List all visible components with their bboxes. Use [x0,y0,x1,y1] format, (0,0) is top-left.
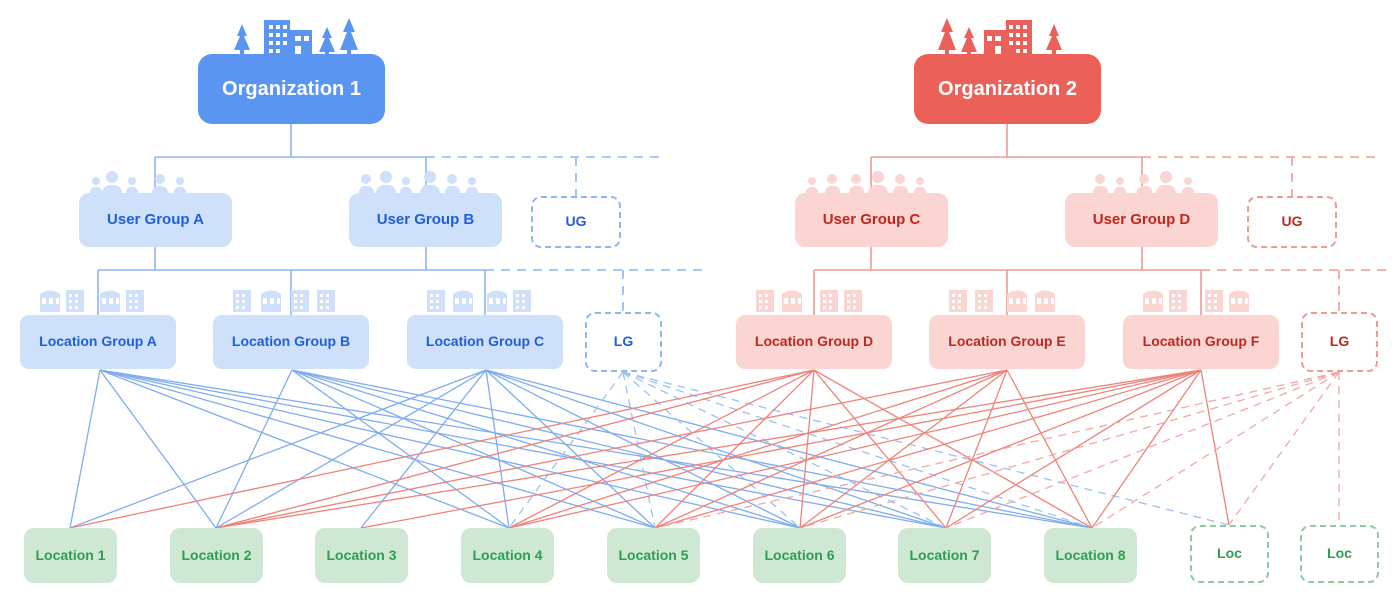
placeholder-label: LG [613,333,634,350]
city-skyline-icon [234,18,358,56]
location-node-6[interactable]: Location 6 [753,528,846,583]
location-node-5[interactable]: Location 5 [607,528,700,583]
location-group-label: Location Group A [39,333,157,350]
org-label: Organization 2 [938,78,1077,100]
location-node-7[interactable]: Location 7 [898,528,991,583]
user-group-node-c[interactable]: User Group C [795,193,948,247]
location-placeholder-1[interactable]: Loc [1190,525,1269,583]
org1-tree-connectors [97,124,706,315]
location-group-label: Location Group E [948,333,1066,350]
location-label: Location 5 [618,546,689,563]
location-node-8[interactable]: Location 8 [1044,528,1137,583]
user-group-node-b[interactable]: User Group B [349,193,502,247]
buildings-icon [40,290,144,312]
user-group-placeholder-red[interactable]: UG [1247,196,1337,248]
user-group-node-d[interactable]: User Group D [1065,193,1218,247]
user-group-label: User Group C [822,210,921,228]
location-group-node-f[interactable]: Location Group F [1123,315,1279,369]
red-location-edges [69,369,1230,529]
placeholder-label: UG [1281,213,1303,230]
buildings-icon [1143,290,1249,312]
location-group-node-d[interactable]: Location Group D [736,315,892,369]
buildings-icon [427,290,531,312]
location-label: Location 7 [909,546,980,563]
location-group-node-b[interactable]: Location Group B [213,315,369,369]
location-group-label: Location Group F [1142,333,1260,350]
user-group-label: User Group D [1092,210,1191,228]
location-group-label: Location Group B [231,333,351,350]
org-node-organization-2[interactable]: Organization 2 [914,54,1101,124]
location-group-placeholder-red[interactable]: LG [1301,312,1378,372]
location-label: Location 8 [1055,546,1126,563]
org-label: Organization 1 [222,78,361,100]
location-group-node-e[interactable]: Location Group E [929,315,1085,369]
user-group-node-a[interactable]: User Group A [79,193,232,247]
user-group-placeholder-blue[interactable]: UG [531,196,621,248]
location-node-4[interactable]: Location 4 [461,528,554,583]
location-label: Location 4 [472,546,543,563]
location-group-node-a[interactable]: Location Group A [20,315,176,369]
placeholder-label: Loc [1217,545,1242,562]
location-group-label: Location Group D [754,333,874,350]
location-label: Location 2 [181,546,252,563]
location-label: Location 6 [764,546,835,563]
city-skyline-icon [938,18,1062,56]
buildings-icon [233,290,335,312]
blue-location-edges [69,369,1093,529]
user-group-label: User Group A [107,210,204,228]
location-group-node-c[interactable]: Location Group C [407,315,563,369]
user-group-label: User Group B [376,210,475,228]
red-placeholder-edges [654,371,1340,529]
location-label: Location 3 [326,546,397,563]
placeholder-label: Loc [1327,545,1352,562]
location-label: Location 1 [35,546,106,563]
placeholder-label: LG [1329,333,1350,350]
location-node-1[interactable]: Location 1 [24,528,117,583]
location-node-3[interactable]: Location 3 [315,528,408,583]
location-group-placeholder-blue[interactable]: LG [585,312,662,372]
placeholder-label: UG [565,213,587,230]
org-node-organization-1[interactable]: Organization 1 [198,54,385,124]
buildings-icon [949,290,1055,312]
location-group-label: Location Group C [425,333,545,350]
location-placeholder-2[interactable]: Loc [1300,525,1379,583]
buildings-icon [756,290,862,312]
location-node-2[interactable]: Location 2 [170,528,263,583]
